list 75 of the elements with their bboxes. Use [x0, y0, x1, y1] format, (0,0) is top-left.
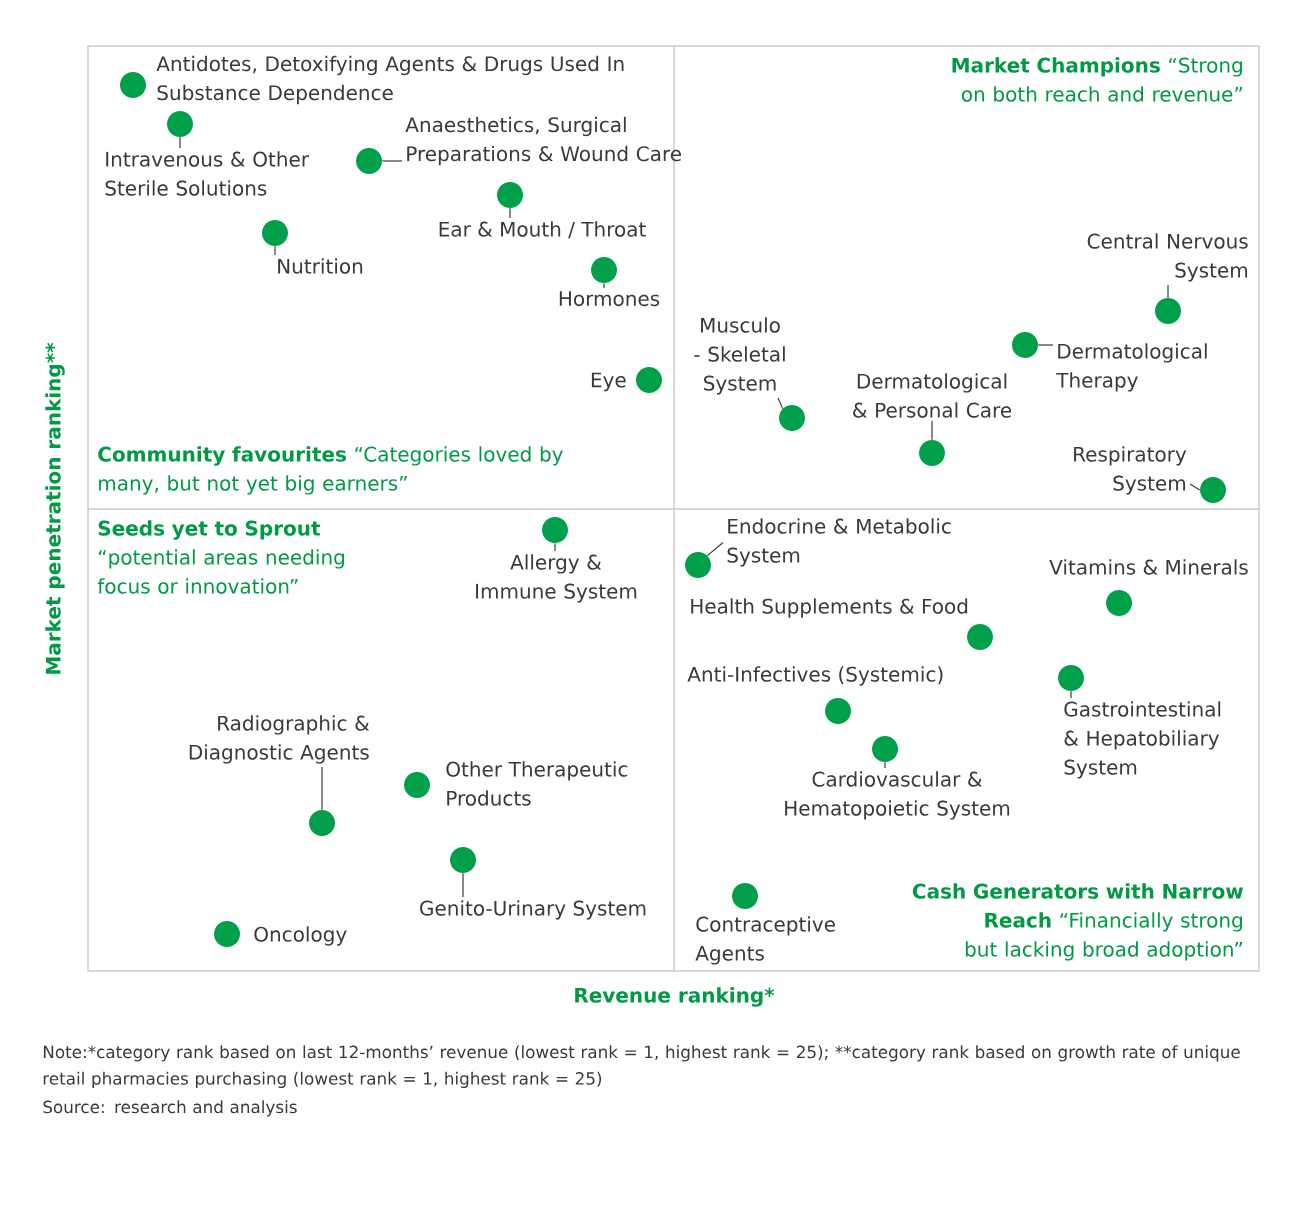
leader-line — [321, 766, 323, 811]
data-point — [967, 624, 993, 650]
leader-line — [603, 282, 605, 289]
label: Note:*category rank based on last 12-months’ revenue (lowest rank = 1, highest rank = 25); — [43, 1045, 828, 1062]
data-point — [262, 220, 288, 246]
leader-line — [554, 542, 556, 552]
category-label: Other Therapeutic Products — [446, 761, 628, 806]
data-point — [404, 772, 430, 798]
category-label: Cardiovascular & Hematopoietic System — [785, 771, 1010, 820]
data-point — [779, 405, 805, 431]
data-point — [450, 847, 476, 873]
label: **category rank based on growth rate of unique — [835, 1045, 1240, 1062]
data-point — [825, 698, 851, 724]
category-label: Radiographic & Diagnostic Agents — [189, 715, 370, 764]
data-point — [309, 810, 335, 836]
leader-line — [931, 420, 933, 441]
leader-line — [1189, 483, 1201, 491]
category-label: Ear & Mouth / Throat — [439, 221, 646, 239]
footnote: Note:*category rank based on last 12-months’ revenue (lowest rank = 1, highest rank = 25); **category rank based on growth rate of unique retail pharmacies purchasing (lowest rank = 1, highest rank = 25) — [43, 1045, 1240, 1089]
label: retail pharmacies purchasing (lowest rank = 1, highest rank = 25) — [43, 1071, 602, 1089]
category-label: Endocrine & Metabolic System — [727, 518, 951, 567]
category-label: Eye — [591, 372, 626, 392]
data-point — [214, 921, 240, 947]
data-point — [1155, 298, 1181, 324]
category-label: Musculo - Skeletal System — [694, 317, 785, 395]
data-point — [356, 148, 382, 174]
leader-line — [179, 136, 181, 149]
data-point — [872, 736, 898, 762]
leader-line — [777, 397, 784, 410]
data-point — [1106, 590, 1132, 616]
data-point — [120, 72, 146, 98]
leader-line — [274, 245, 276, 256]
category-label: Oncology — [254, 926, 347, 946]
category-label: Genito-Urinary System — [420, 900, 646, 920]
category-label: Dermatological & Personal Care — [853, 373, 1012, 418]
category-label: Anaesthetics, Surgical Preparations & Wound Care — [405, 116, 681, 166]
category-label: Health Supplements & Food — [691, 598, 968, 618]
data-point — [1012, 332, 1038, 358]
category-label: Antidotes, Detoxifying Agents & Drugs Used In Substance Dependence — [156, 55, 624, 105]
leader-line — [462, 872, 464, 898]
data-point — [732, 883, 758, 909]
category-label: Allergy & Immune System — [476, 554, 637, 603]
category-label: Intravenous & Other Sterile Solutions — [105, 151, 310, 196]
axis-title: Market penetration ranking** — [45, 342, 65, 674]
leader-line — [381, 160, 403, 162]
category-label: Anti-Infectives (Systemic) — [687, 666, 943, 686]
data-point — [636, 367, 662, 393]
quadrant-label: Community favourites “Categories loved by many, but not yet big earners” — [98, 446, 563, 495]
leader-line — [1037, 344, 1054, 346]
data-point — [167, 111, 193, 137]
data-point — [685, 552, 711, 578]
quadrant-label: Seeds yet to Sprout “potential areas needing focus or innovation” — [97, 520, 345, 594]
category-label: Respiratory System — [1074, 446, 1187, 495]
data-point — [1058, 665, 1084, 691]
leader-line — [884, 761, 886, 769]
category-label: Hormones — [559, 291, 660, 307]
quadrant-label: Cash Generators with Narrow Reach “Financially strong but lacking broad adoption” — [912, 883, 1243, 961]
category-label: Contraceptive Agents — [695, 916, 835, 965]
leader-line — [1070, 690, 1072, 699]
category-label: Central Nervous System — [1087, 233, 1248, 282]
category-label: Vitamins & Minerals — [1049, 559, 1248, 575]
data-point — [919, 440, 945, 466]
leader-line — [509, 207, 511, 219]
leader-line — [706, 541, 724, 557]
category-label: Nutrition — [278, 258, 363, 274]
data-point — [591, 257, 617, 283]
data-point — [497, 182, 523, 208]
data-point — [542, 517, 568, 543]
source-note: Source: research and analysis — [43, 1100, 297, 1117]
quadrant-label: Market Champions “Strong on both reach and revenue” — [952, 57, 1242, 102]
category-label: Gastrointestinal & Hepatobiliary System — [1064, 701, 1221, 779]
data-point — [1200, 477, 1226, 503]
category-label: Dermatological Therapy — [1056, 343, 1207, 392]
axis-title: Revenue ranking* — [575, 987, 775, 1007]
leader-line — [1167, 284, 1169, 299]
